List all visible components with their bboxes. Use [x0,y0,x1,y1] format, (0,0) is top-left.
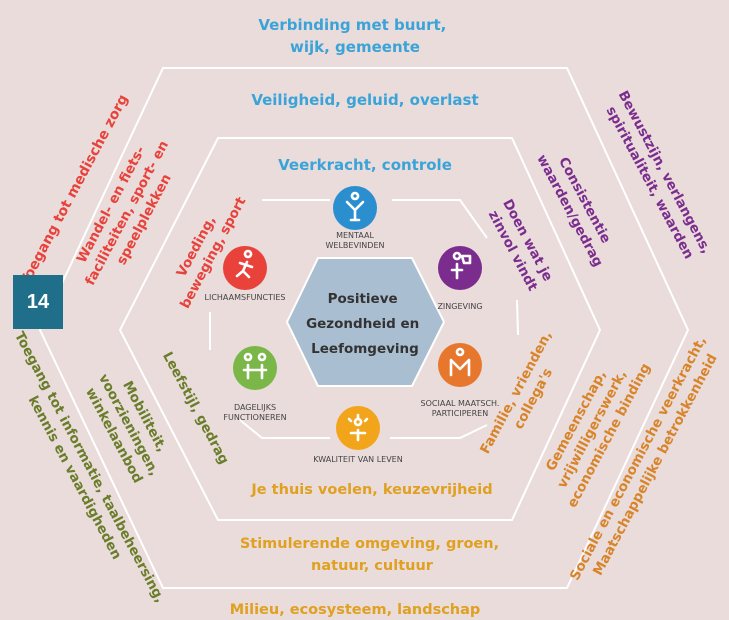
outer-top-label: Verbinding met buurt, wijk, gemeente [258,16,451,56]
dimension-sociaal-maatsch-participeren: SOCIAAL MAATSCH.PARTICIPEREN [421,343,500,418]
dimension-caption: WELBEVINDEN [326,241,385,250]
running-person-icon [235,249,254,279]
page-number-badge: 14 [13,275,63,329]
people-group-icon-circle [438,343,482,387]
dimension-zingeving: ZINGEVING [437,246,483,311]
dimension-caption: SOCIAAL MAATSCH. [421,399,500,408]
person-bubble-icon [450,251,472,280]
inner-top-label: Veerkracht, controle [278,156,452,174]
dimension-caption: LICHAAMSFUNCTIES [205,293,286,302]
people-table-icon-circle [233,346,277,390]
person-sun-icon-circle [336,406,380,450]
center-title: Positieve Gezondheid en Leefomgeving [306,291,424,357]
dimension-caption: KWALITEIT VAN LEVEN [313,455,402,464]
middle-top-label: Veiligheid, geluid, overlast [251,91,478,109]
inner-bottom-label: Je thuis voelen, keuzevrijheid [250,482,492,498]
middle-upper-left-label: Wandel- en fiets- faciliteiten, sport- e… [66,126,190,297]
dimension-caption: PARTICIPEREN [432,409,488,418]
outer-hexagon [38,67,690,589]
people-group-icon [449,347,471,377]
dimension-kwaliteit-van-leven: KWALITEIT VAN LEVEN [313,406,403,464]
middle-upper-right-label: Consistentie waarden/gedrag [533,144,622,270]
person-bubble-icon-circle [438,246,482,290]
person-sun-icon [347,413,369,442]
person-arms-up-icon [345,191,365,222]
outer-lower-left-label: Toegang tot informatie, taalbeheersing, … [0,329,170,618]
inner-ring [209,199,519,439]
dimension-caption: FUNCTIONEREN [223,413,286,422]
middle-bottom-label: Stimulerende omgeving, groen, natuur, cu… [240,536,504,574]
dimension-caption: ZINGEVING [437,302,482,311]
dimension-caption: MENTAAL [336,231,374,240]
person-arms-up-icon-circle [333,186,377,230]
center-hexagon [285,257,446,387]
dimension-lichaamsfuncties: LICHAAMSFUNCTIES [205,246,286,302]
people-table-icon [242,352,268,380]
outer-bottom-label: Milieu, ecosysteem, landschap [230,602,481,618]
dimension-caption: DAGELIJKS [234,403,276,412]
middle-hexagon [118,137,602,521]
